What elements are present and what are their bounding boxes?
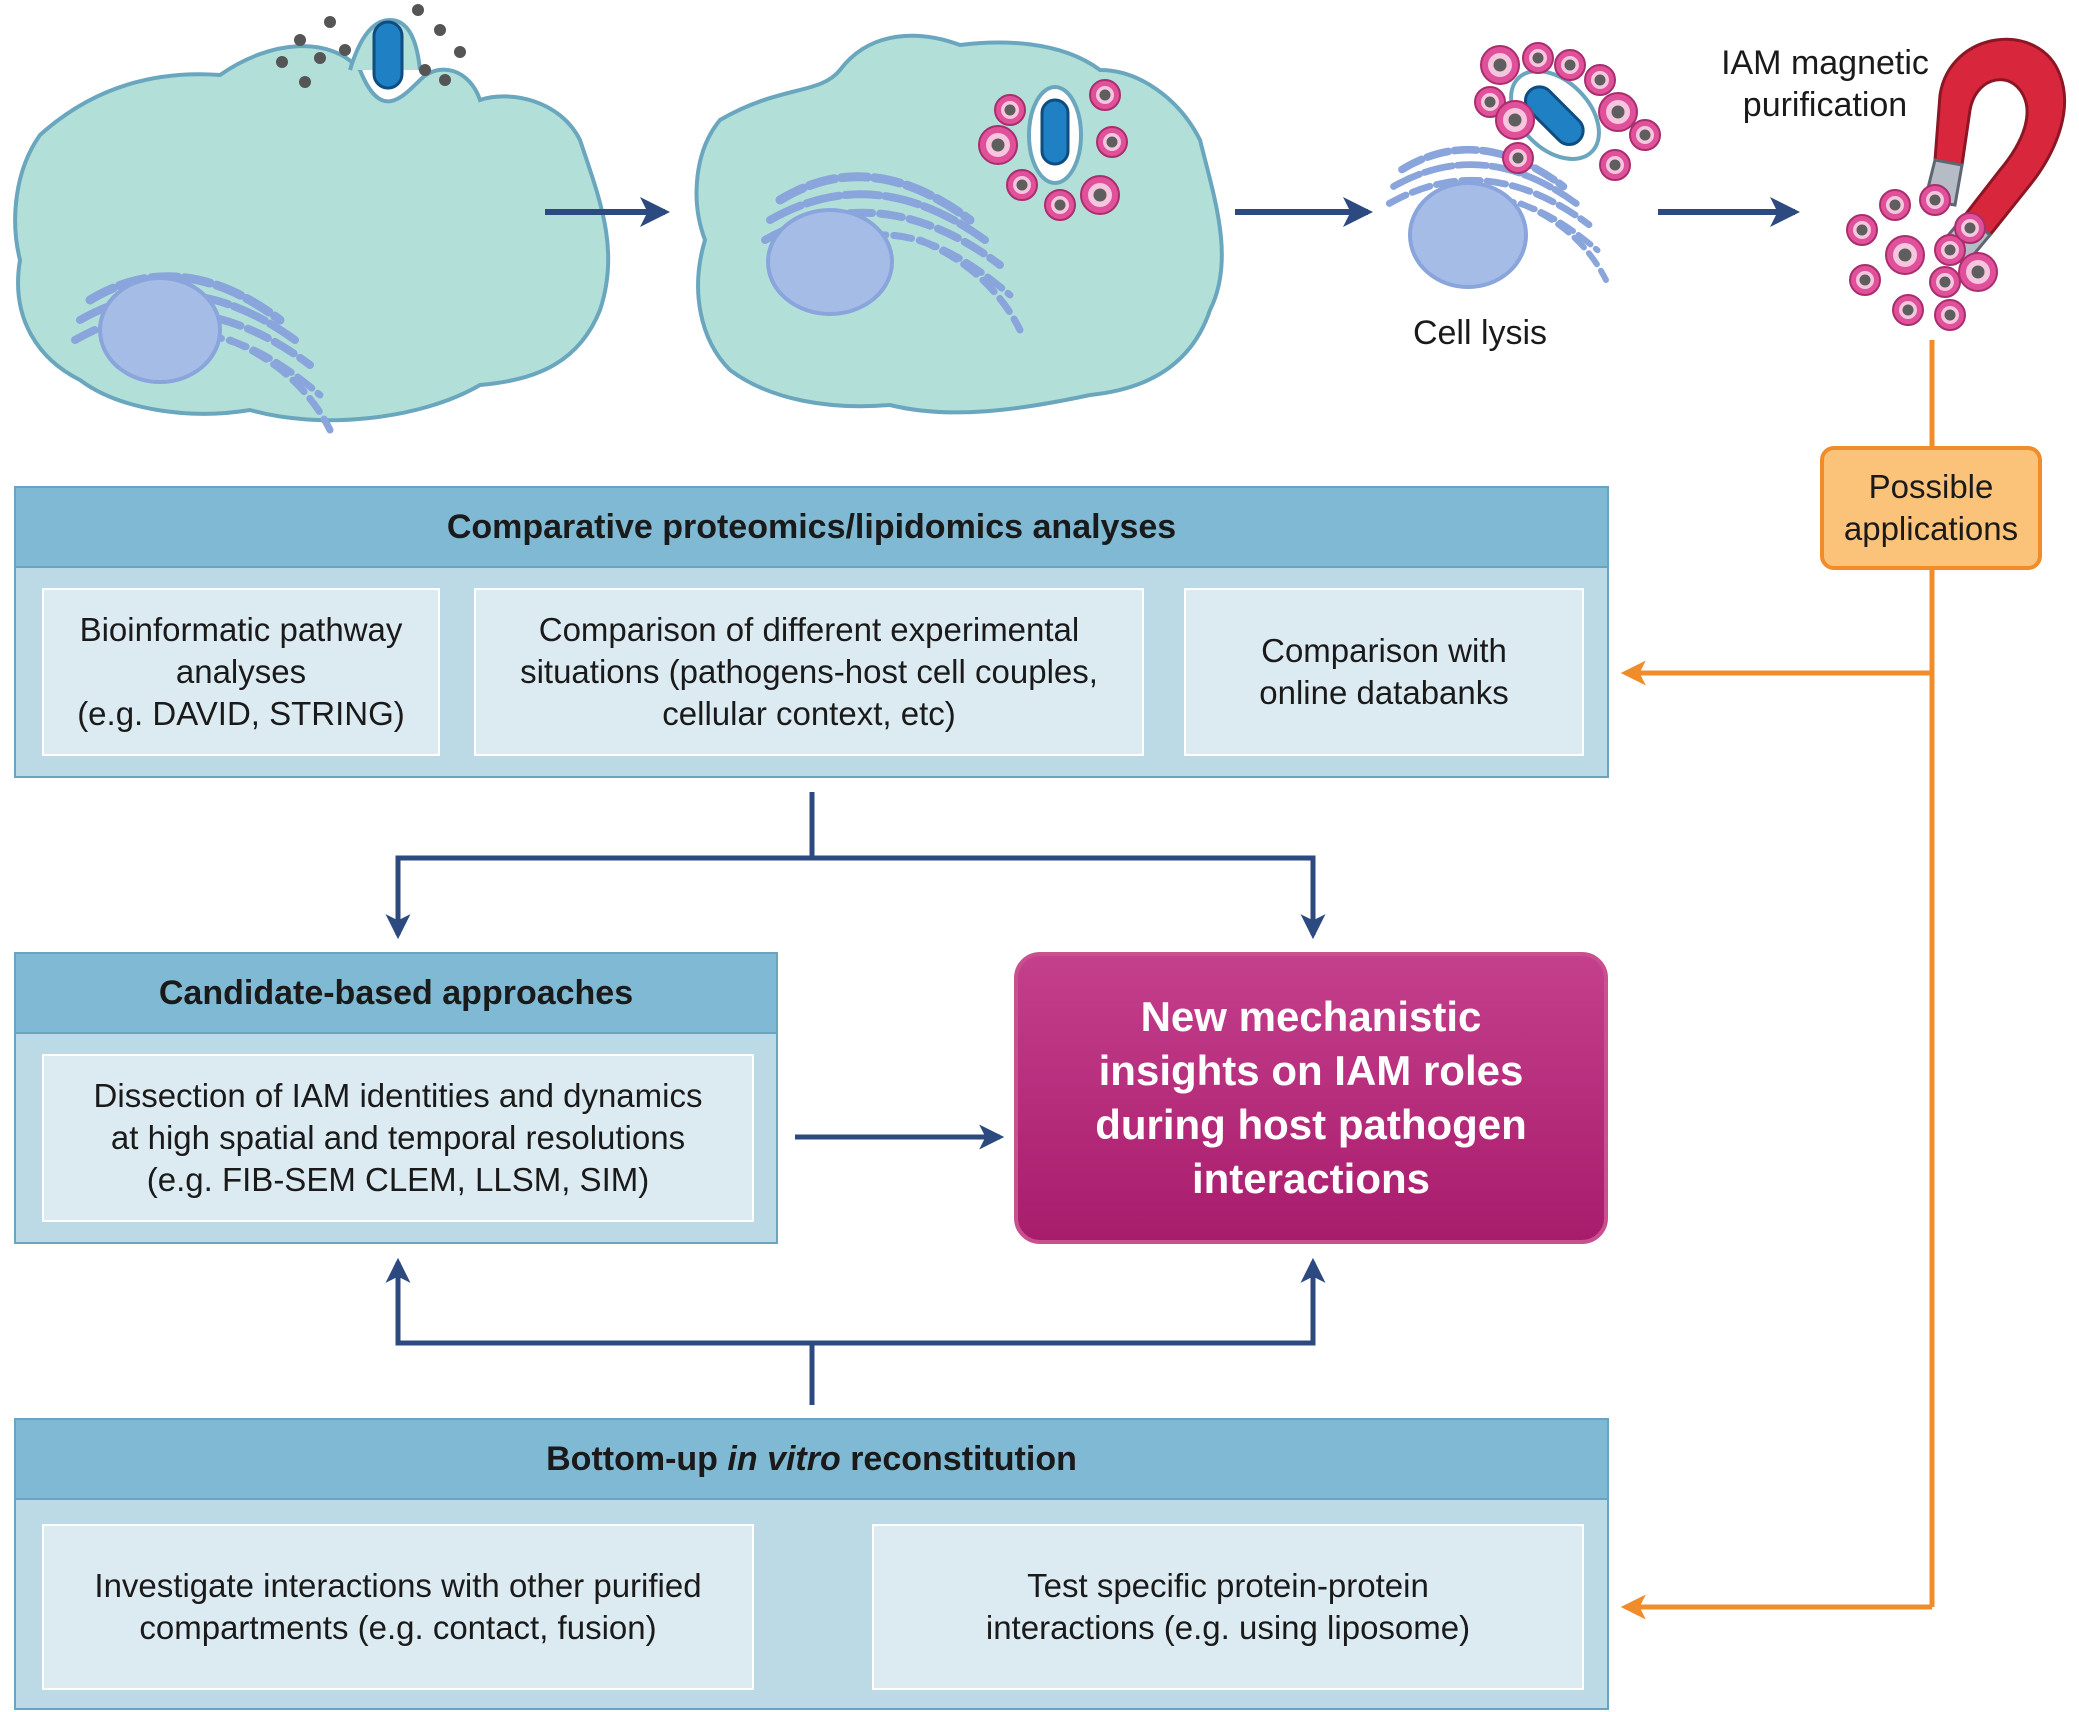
cell-line: Investigate interactions with other puri… (94, 1567, 702, 1604)
nucleus-1 (98, 276, 222, 384)
investigate-interactions-cell: Investigate interactions with other puri… (42, 1524, 754, 1690)
bottomup-title-italic: in vitro (727, 1439, 841, 1478)
magnet-label-line1: IAM magnetic (1721, 44, 1929, 82)
protein-interactions-cell: Test specific protein-protein interactio… (872, 1524, 1584, 1690)
cell-line: analyses (175, 653, 307, 690)
applications-line2: applications (1843, 510, 2019, 547)
cell-line: Test specific protein-protein (1027, 1567, 1429, 1604)
new-insights-box: New mechanistic insights on IAM roles du… (1014, 952, 1608, 1244)
cell-line: Dissection of IAM identities and dynamic… (93, 1077, 703, 1114)
nucleus-lysed (1408, 181, 1528, 289)
bacterium-entering (372, 20, 404, 90)
bioinformatic-cell: Bioinformatic pathway analyses (e.g. DAV… (42, 588, 440, 756)
bottomup-title-prefix: Bottom-up (546, 1439, 728, 1478)
cell-line: situations (pathogens-host cell couples, (520, 653, 1098, 690)
host-cell-2 (694, 33, 1224, 415)
insight-line: interactions (1191, 1155, 1431, 1202)
cell-line: online databanks (1259, 674, 1509, 711)
magnet-purification-label: IAM magnetic purification (1690, 42, 1960, 126)
bottomup-title: Bottom-up in vitro reconstitution (16, 1420, 1607, 1500)
magnet-label-line2: purification (1742, 86, 1908, 124)
applications-line1: Possible (1868, 468, 1994, 505)
databanks-cell: Comparison with online databanks (1184, 588, 1584, 756)
possible-applications-box: Possible applications (1820, 446, 2042, 570)
insight-line: New mechanistic (1140, 993, 1482, 1040)
analysis-flow-connectors (385, 792, 1326, 1405)
proteomics-panel: Comparative proteomics/lipidomics analys… (14, 486, 1609, 778)
lysed-cell (1389, 42, 1661, 289)
cell-line: at high spatial and temporal resolutions (110, 1119, 686, 1156)
cell-line: Comparison of different experimental (538, 611, 1080, 648)
insight-line: during host pathogen (1095, 1101, 1527, 1148)
comparison-situations-cell: Comparison of different experimental sit… (474, 588, 1144, 756)
bottomup-panel: Bottom-up in vitro reconstitution Invest… (14, 1418, 1609, 1710)
proteomics-title: Comparative proteomics/lipidomics analys… (16, 488, 1607, 568)
dissection-cell: Dissection of IAM identities and dynamic… (42, 1054, 754, 1222)
cell-line: compartments (e.g. contact, fusion) (139, 1609, 657, 1646)
cell-lysis-label: Cell lysis (1412, 314, 1548, 352)
applications-connector (1620, 340, 1935, 1620)
cell-line: (e.g. FIB-SEM CLEM, LLSM, SIM) (146, 1161, 650, 1198)
cell-line: Comparison with (1261, 632, 1507, 669)
cell-line: interactions (e.g. using liposome) (985, 1609, 1471, 1646)
cell-line: Bioinformatic pathway (79, 611, 403, 648)
nucleus-2 (766, 208, 894, 316)
host-cell-1 (13, 4, 611, 430)
cell-line: cellular context, etc) (662, 695, 956, 732)
candidate-title: Candidate-based approaches (16, 954, 776, 1034)
candidate-panel: Candidate-based approaches Dissection of… (14, 952, 778, 1244)
cell-line: (e.g. DAVID, STRING) (77, 695, 405, 732)
bottomup-title-suffix: reconstitution (840, 1439, 1077, 1478)
insight-line: insights on IAM roles (1098, 1047, 1524, 1094)
